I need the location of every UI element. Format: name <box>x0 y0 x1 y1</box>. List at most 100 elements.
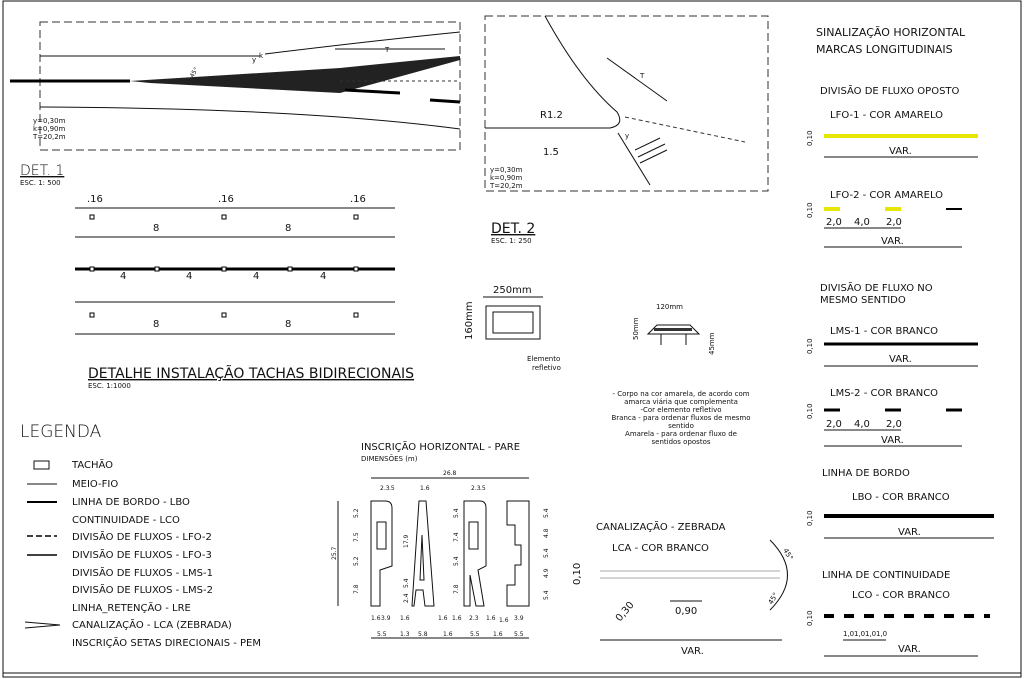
pare-dim: 5.4 <box>543 508 550 518</box>
tachao-detail: 250mm 160mm Elemento refletivo <box>464 285 561 372</box>
tacha-note: amarca viária que complementa <box>624 398 738 406</box>
pare-dim: 5.4 <box>403 578 410 588</box>
det2-t-label: T <box>639 72 645 80</box>
det1-k-label: k <box>259 52 264 60</box>
tacha-note: Branca - para ordenar fluxos de mesmo <box>611 414 750 422</box>
legend-item: MEIO-FIO <box>72 479 118 490</box>
lms1-label: LMS-1 - COR BRANCO <box>830 326 938 337</box>
tachao-width: 250mm <box>493 285 532 296</box>
pare-dim: 17.9 <box>403 534 410 548</box>
lco-label: LCO - COR BRANCO <box>852 590 950 601</box>
legend-item: TACHÃO <box>71 458 113 471</box>
tachas-dim-16: .16 <box>350 194 366 205</box>
det1-scale: ESC. 1: 500 <box>20 179 61 187</box>
det2-param-y: y=0,30m <box>490 166 523 174</box>
section-heading: DIVISÃO DE FLUXO OPOSTO <box>820 84 960 97</box>
dim-label: 4,0 <box>854 419 870 430</box>
pare-total-width: 26.8 <box>443 470 457 477</box>
pare-dim: 5.5 <box>377 631 387 638</box>
det1-param-k: k=0,90m <box>33 125 66 133</box>
det2-radius-label: R1.2 <box>540 110 563 121</box>
tachas-dim-4: 4 <box>320 271 326 282</box>
legend-item: CANALIZAÇÃO - LCA (ZEBRADA) <box>72 618 232 631</box>
var-label: VAR. <box>898 527 921 538</box>
tachao-element-label: refletivo <box>532 364 561 372</box>
canalizacao-title: CANALIZAÇÃO - ZEBRADA <box>596 520 726 533</box>
lbo-label: LBO - COR BRANCO <box>852 492 950 503</box>
pare-dim: 3.9 <box>381 615 391 622</box>
pare-dim: 5.5 <box>470 631 480 638</box>
lfo1-label: LFO-1 - COR AMARELO <box>830 110 943 121</box>
legend: LEGENDA TACHÃO MEIO-FIO LINHA DE BORDO -… <box>20 422 261 649</box>
tachas-installation-drawing: .16 .16 .16 8 8 4 4 4 4 8 8 DETALHE INST… <box>75 194 414 390</box>
pare-dim: 1.6 <box>371 615 381 622</box>
det2-param-k: k=0,90m <box>490 174 523 182</box>
tachas-dim-8: 8 <box>153 319 159 330</box>
pare-dim: 5.4 <box>453 556 460 566</box>
canalizacao-stripe: 0,30 <box>614 600 637 624</box>
section-heading: LINHA DE CONTINUIDADE <box>822 570 950 581</box>
dim-label: 1,0 <box>843 630 854 638</box>
canalizacao-width: 0,10 <box>572 563 583 585</box>
var-label: VAR. <box>881 236 904 247</box>
pare-dim: 1.6 <box>400 615 410 622</box>
det1-drawing: T y k 45° y=0,30m k=0,90m T=20,2m DET. 1… <box>10 21 461 187</box>
pare-dim: 3.9 <box>514 615 524 622</box>
pare-dim: 2.3 <box>469 615 479 622</box>
det1-angle-label: 45° <box>189 66 200 79</box>
width-label: 0,10 <box>806 510 814 526</box>
lfo2-label: LFO-2 - COR AMARELO <box>830 190 943 201</box>
tacha-note: -Cor elemento refletivo <box>640 406 721 414</box>
pare-dim: 7.8 <box>353 584 360 594</box>
tachao-symbol-icon <box>33 460 50 470</box>
canalizacao-zebrada: CANALIZAÇÃO - ZEBRADA LCA - COR BRANCO 0… <box>572 520 794 657</box>
pare-dim: 5.2 <box>353 508 360 518</box>
dim-label: 2,0 <box>826 419 842 430</box>
pare-dim: 7.8 <box>453 584 460 594</box>
var-label: VAR. <box>881 435 904 446</box>
legend-item: INSCRIÇÃO SETAS DIRECIONAIS - PEM <box>72 636 261 649</box>
tachao-element-label: Elemento <box>527 355 560 363</box>
pare-subtitle: DIMENSÕES (m) <box>361 454 418 463</box>
pare-dim: 1.6 <box>420 485 430 492</box>
det1-title: DET. 1 <box>20 163 64 179</box>
var-label: VAR. <box>889 146 912 157</box>
var-label: VAR. <box>898 644 921 655</box>
tachas-dim-8: 8 <box>153 223 159 234</box>
dim-label: 1,0 <box>865 630 876 638</box>
det2-param-t: T=20,2m <box>489 182 523 190</box>
pare-dim: 5.4 <box>453 508 460 518</box>
dim-label: 1,0 <box>876 630 887 638</box>
pare-inscription: INSCRIÇÃO HORIZONTAL - PARE DIMENSÕES (m… <box>331 440 550 639</box>
pare-dim: 7.5 <box>353 532 360 542</box>
tacha-note: sentidos opostos <box>651 438 710 446</box>
width-label: 0,10 <box>806 403 814 419</box>
legend-title: LEGENDA <box>20 422 102 442</box>
dim-label: 2,0 <box>886 419 902 430</box>
legend-item: DIVISÃO DE FLUXOS - LMS-1 <box>72 566 213 579</box>
det1-t-label: T <box>384 46 390 54</box>
legend-item: CONTINUIDADE - LCO <box>72 515 180 526</box>
det1-y-label: y <box>252 56 256 64</box>
width-label: 0,10 <box>806 610 814 626</box>
right-title: SINALIZAÇÃO HORIZONTAL <box>816 26 966 39</box>
tachas-dim-16: .16 <box>87 194 103 205</box>
canalizacao-var: VAR. <box>681 646 704 657</box>
dim-label: 1,0 <box>854 630 865 638</box>
tachas-scale: ESC. 1:1000 <box>88 382 131 390</box>
tacha-note: - Corpo na cor amarela, de acordo com <box>612 390 749 398</box>
pare-dim: 5.4 <box>543 548 550 558</box>
pare-dim: .5 <box>480 485 486 492</box>
pare-total-height: 25.7 <box>331 546 338 560</box>
pare-dim: 1.6 <box>499 617 509 624</box>
tacha-pin: 45mm <box>708 332 716 355</box>
det2-title: DET. 2 <box>491 221 535 237</box>
tachao-height: 160mm <box>464 301 475 340</box>
pare-dim: 1.6 <box>443 631 453 638</box>
dim-label: 2,0 <box>826 217 842 228</box>
tacha-detail: 120mm 50mm 45mm - Corpo na cor amarela, … <box>611 303 750 446</box>
pare-dim: 2.3 <box>380 485 390 492</box>
det2-y-label: y <box>625 132 629 140</box>
dim-label: 2,0 <box>886 217 902 228</box>
